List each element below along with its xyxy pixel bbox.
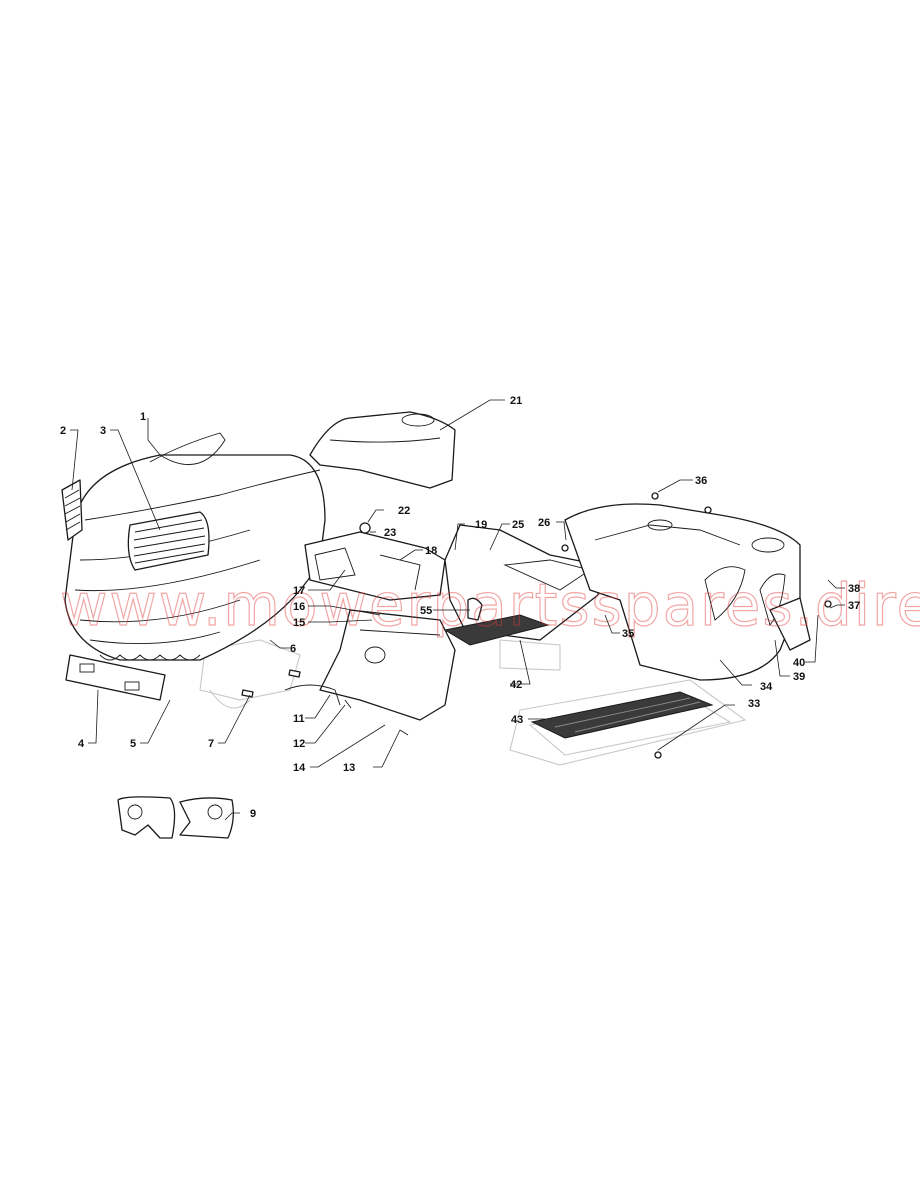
callout-7: 7 xyxy=(208,738,214,750)
callout-23: 23 xyxy=(384,527,396,539)
callout-15: 15 xyxy=(293,617,305,629)
part-dash-panel[interactable] xyxy=(304,531,446,601)
part-pads[interactable] xyxy=(117,796,234,839)
callout-42: 42 xyxy=(510,679,522,691)
callout-17: 17 xyxy=(293,585,305,597)
callout-33: 33 xyxy=(748,698,760,710)
callout-1: 1 xyxy=(140,411,146,423)
callout-36: 36 xyxy=(695,475,707,487)
callout-38: 38 xyxy=(848,583,860,595)
callout-39: 39 xyxy=(793,671,805,683)
callout-19: 19 xyxy=(475,519,487,531)
callout-16: 16 xyxy=(293,601,305,613)
hardware-bolts[interactable] xyxy=(241,492,832,759)
callout-25: 25 xyxy=(512,519,524,531)
callout-22: 22 xyxy=(398,505,410,517)
callout-18: 18 xyxy=(425,545,437,557)
watermark-text: www.mowerpartsspares.direct xyxy=(60,571,920,639)
callout-26: 26 xyxy=(538,517,550,529)
callout-labels: 1 2 3 4 5 6 7 9 11 12 13 14 15 16 17 18 … xyxy=(60,395,860,820)
callout-37: 37 xyxy=(848,600,860,612)
callout-11: 11 xyxy=(293,713,305,725)
callout-2: 2 xyxy=(60,425,66,437)
part-rear-bracket[interactable] xyxy=(769,597,811,651)
callout-40: 40 xyxy=(793,657,805,669)
callout-5: 5 xyxy=(130,738,136,750)
part-battery-tray[interactable] xyxy=(444,524,601,641)
part-side-grille[interactable] xyxy=(61,479,83,541)
callout-12: 12 xyxy=(293,738,305,750)
callout-55: 55 xyxy=(420,605,432,617)
part-footrest-mat[interactable] xyxy=(443,614,550,646)
leader-lines xyxy=(70,399,845,821)
part-grille[interactable] xyxy=(127,511,210,571)
callout-13: 13 xyxy=(343,762,355,774)
callout-34: 34 xyxy=(760,681,773,693)
callout-43: 43 xyxy=(511,714,523,726)
callout-14: 14 xyxy=(293,762,306,774)
callout-4: 4 xyxy=(78,738,85,750)
part-front-bracket[interactable] xyxy=(65,654,166,701)
callout-21: 21 xyxy=(510,395,522,407)
part-dash-cover[interactable] xyxy=(309,411,456,489)
callout-35: 35 xyxy=(622,628,634,640)
callout-6: 6 xyxy=(290,643,296,655)
callout-3: 3 xyxy=(100,425,106,437)
part-step-mat[interactable] xyxy=(530,691,714,739)
callout-9: 9 xyxy=(250,808,256,820)
